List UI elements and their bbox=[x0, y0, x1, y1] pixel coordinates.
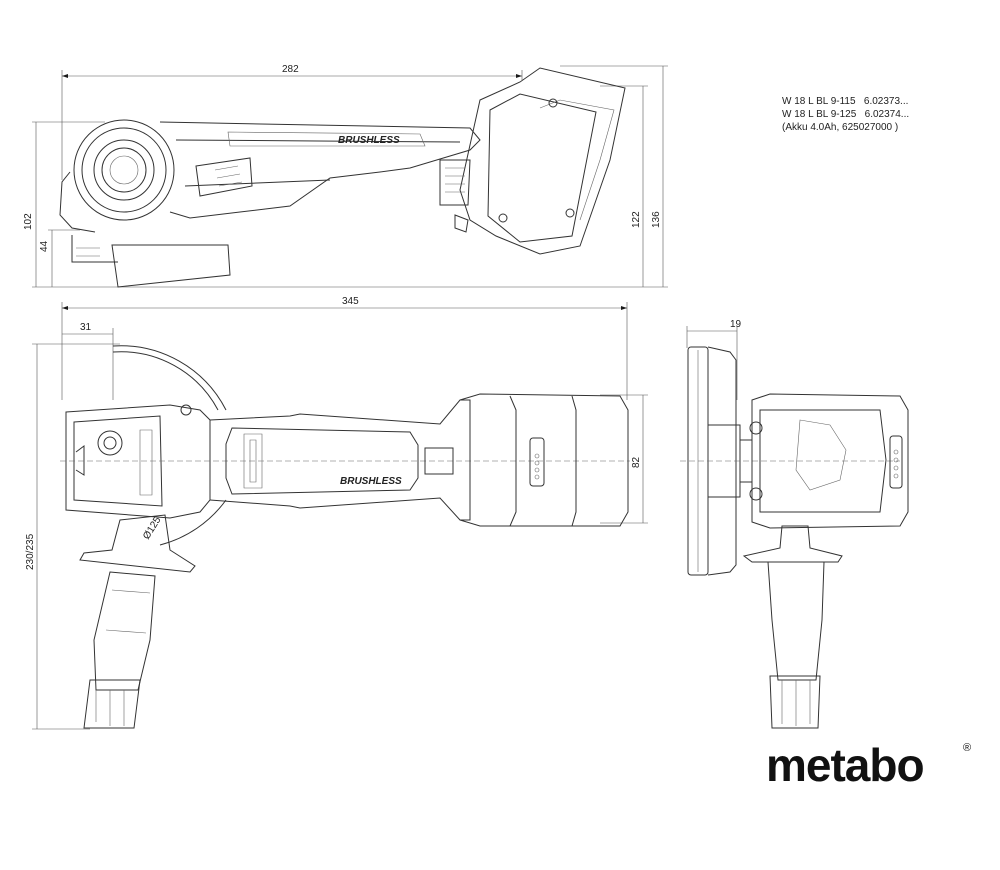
spec-line-model-115: W 18 L BL 9-115 6.02373... bbox=[782, 96, 909, 107]
dim-top-length: 345 bbox=[342, 296, 359, 307]
dim-front-19: 19 bbox=[730, 319, 742, 330]
model-spec-block: W 18 L BL 9-115 6.02373... W 18 L BL 9-1… bbox=[782, 95, 909, 134]
dim-height-136: 136 bbox=[651, 211, 662, 228]
disc-mark-label: Ø125 bbox=[141, 515, 164, 542]
spec-line-battery: (Akku 4.0Ah, 625027000 ) bbox=[782, 122, 899, 133]
dim-top-width: 230/235 bbox=[25, 533, 36, 570]
top-view: 345 31 230/235 82 BRUSHLESS bbox=[25, 296, 648, 730]
spec-line-model-125: W 18 L BL 9-125 6.02374... bbox=[782, 109, 910, 120]
front-view: 19 bbox=[680, 319, 909, 729]
dim-height-44: 44 bbox=[39, 240, 50, 252]
dim-side-length: 282 bbox=[282, 64, 299, 75]
registered-mark: ® bbox=[963, 742, 972, 754]
brushless-top-label: BRUSHLESS bbox=[340, 476, 402, 487]
dim-height-122: 122 bbox=[631, 211, 642, 228]
dim-height-102: 102 bbox=[23, 213, 34, 230]
dim-top-31: 31 bbox=[80, 322, 92, 333]
dim-top-82: 82 bbox=[631, 456, 642, 468]
side-view: 282 102 44 122 136 BRUSHLESS bbox=[23, 64, 668, 288]
brand-logo: metabo bbox=[766, 739, 925, 791]
brushless-side-label: BRUSHLESS bbox=[338, 135, 400, 146]
